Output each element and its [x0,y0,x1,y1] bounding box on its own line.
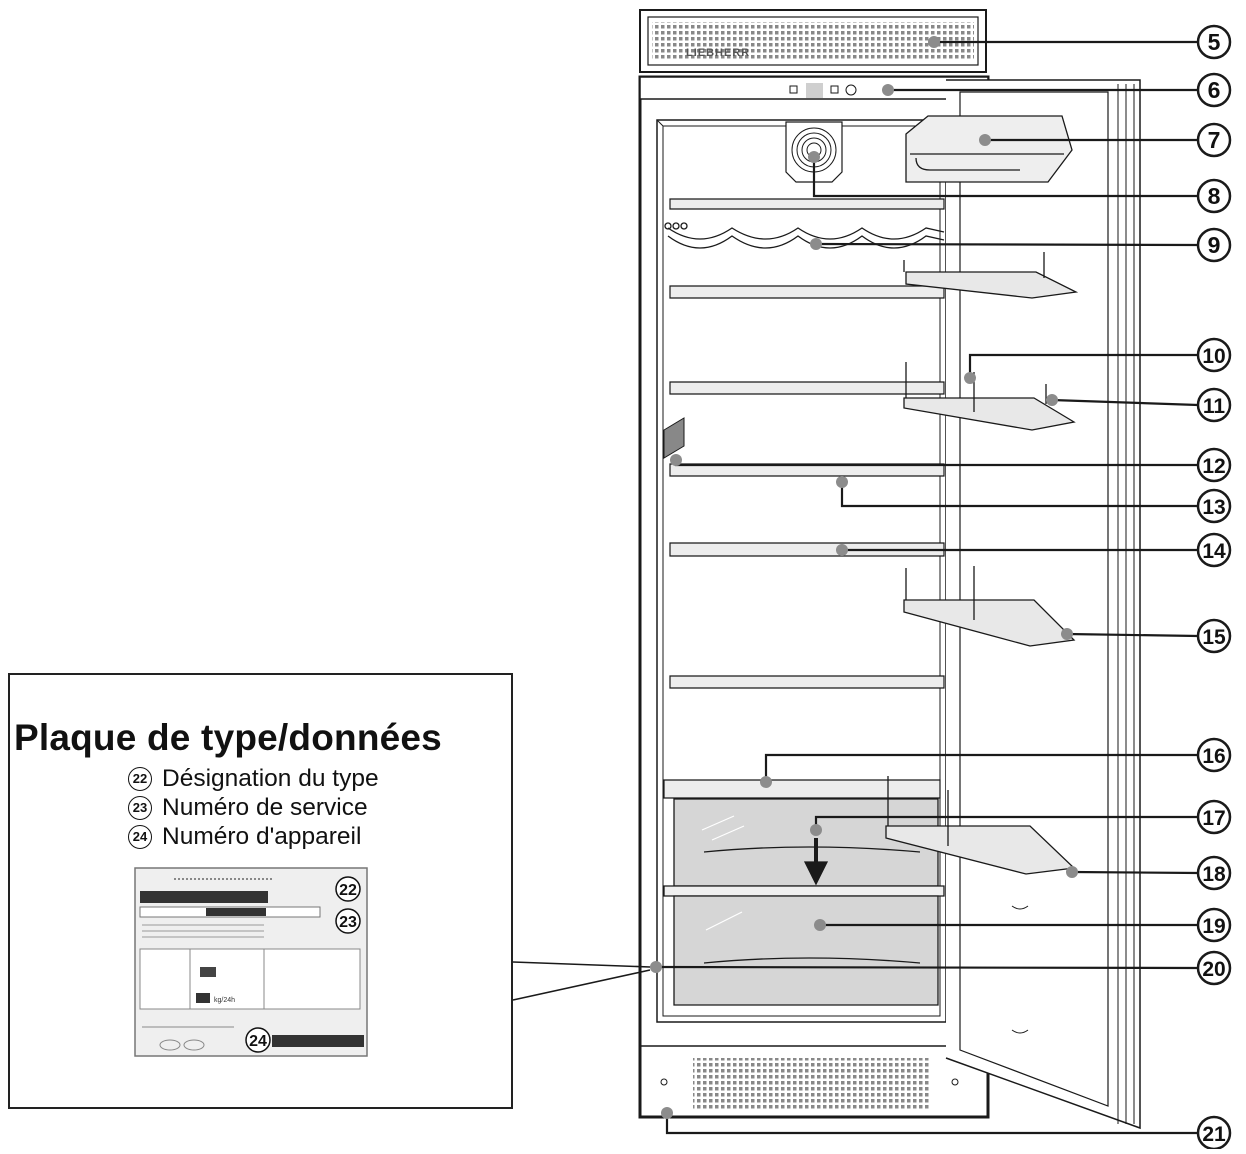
callout-dot-6 [882,84,894,96]
plate-item-num: 23 [128,796,152,820]
plate-item-device: 24 Numéro d'appareil [128,823,361,851]
callout-dot-17 [810,824,822,836]
callout-dot-13 [836,476,848,488]
butter-compartment [906,116,1072,182]
callout-number-17: 17 [1202,807,1225,830]
sticker-unit: kg/24h [214,997,235,1004]
callout-number-19: 19 [1202,915,1225,938]
callout-dot-14 [836,544,848,556]
callout-number-15: 15 [1202,626,1226,649]
callout-number-9: 9 [1208,232,1221,258]
callout-number-6: 6 [1208,77,1221,103]
plate-pointer [513,962,650,1000]
callout-number-7: 7 [1208,127,1221,153]
callout-number-20: 20 [1202,958,1225,981]
plate-item-label: Numéro de service [162,794,368,821]
callout-dot-8 [808,151,820,163]
callout-number-14: 14 [1202,540,1226,563]
brand-logo: LIEBHERR [686,47,750,59]
callout-dot-20 [650,961,662,973]
callout-dot-5 [928,36,940,48]
sticker-num-24: 24 [249,1033,267,1050]
callout-number-5: 5 [1208,29,1221,55]
callout-dot-19 [814,919,826,931]
callout-number-12: 12 [1202,455,1225,478]
leader-line-18 [1072,872,1198,873]
callout-number-8: 8 [1208,183,1221,209]
callout-number-10: 10 [1202,345,1225,368]
rating-plate-image: kg/24h 22 23 24 [134,867,368,1057]
callout-number-21: 21 [1202,1123,1226,1146]
callout-dot-16 [760,776,772,788]
type-plate-panel: Plaque de type/données 22 Désignation du … [8,673,513,1109]
callout-dot-10 [964,372,976,384]
plate-item-label: Numéro d'appareil [162,823,361,850]
callout-labels: 5 6 7 8 9 10 11 12 13 14 15 16 17 18 19 20 21 [1198,26,1230,1149]
callout-dot-15 [1061,628,1073,640]
callout-dot-21 [661,1107,673,1119]
plate-title: Plaque de type/données [14,717,510,759]
plate-item-num: 24 [128,825,152,849]
callout-number-16: 16 [1202,745,1225,768]
callout-dot-18 [1066,866,1078,878]
callout-number-18: 18 [1202,863,1226,886]
sticker-num-22: 22 [339,882,357,899]
plate-item-label: Désignation du type [162,765,379,792]
leader-line-9 [816,244,1198,245]
callout-dot-7 [979,134,991,146]
callout-dot-9 [810,238,822,250]
plate-item-type: 22 Désignation du type [128,765,379,793]
plate-item-service: 23 Numéro de service [128,794,368,822]
bottom-grille [661,1058,958,1110]
callout-number-13: 13 [1202,496,1225,519]
plate-item-num: 22 [128,767,152,791]
callout-dot-11 [1046,394,1058,406]
leader-line-20 [656,967,1198,968]
sticker-num-23: 23 [339,914,357,931]
callout-number-11: 11 [1203,395,1226,418]
callout-dot-12 [670,454,682,466]
